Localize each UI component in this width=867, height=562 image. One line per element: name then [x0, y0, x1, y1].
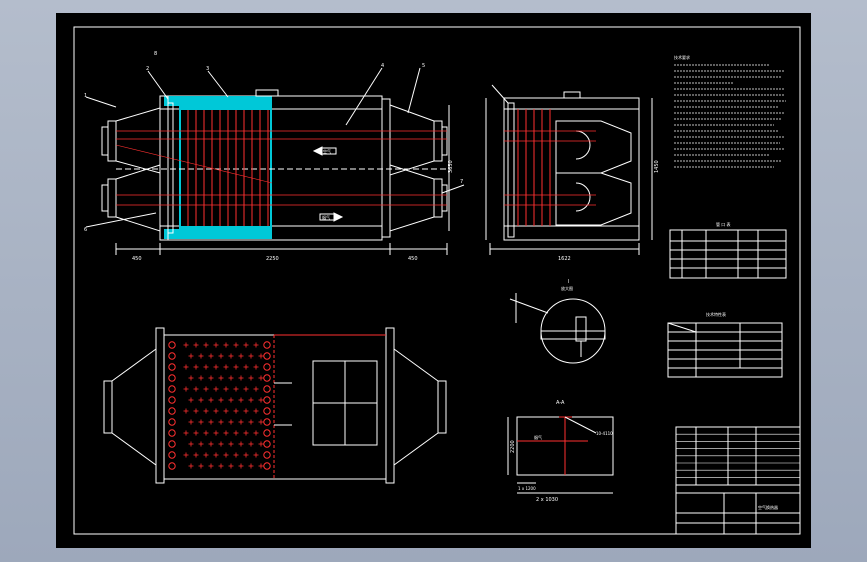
- section-label-a: 烟气: [534, 434, 542, 440]
- front-view-text: 1 2 3 4 5 6 7 8 450 2250 450 3650 空气 烟气: [84, 51, 463, 262]
- notes-title: 技术要求: [674, 54, 690, 60]
- tube-hole: [263, 451, 271, 459]
- label-4: 4: [381, 63, 384, 69]
- tube-hole: [168, 407, 176, 415]
- dim-mid: 2250: [266, 256, 279, 262]
- tube-diagonal: [115, 144, 273, 184]
- label-6: 6: [84, 227, 87, 233]
- dim-right: 450: [408, 256, 418, 262]
- side-dim-bottom: 1622: [558, 256, 571, 262]
- dim-left: 450: [132, 256, 142, 262]
- detail-note: 放大图: [561, 285, 573, 291]
- bottom-tube-grid: [168, 341, 271, 470]
- spec-table-title: 技术特性表: [706, 311, 726, 317]
- tube-hole: [263, 407, 271, 415]
- tube-hole: [168, 462, 176, 470]
- title-block-label: 空气换热器: [758, 504, 778, 510]
- drawing-sheet: 1 2 3 4 5 6 7 8 450 2250 450 3650 空气 烟气: [56, 13, 811, 548]
- drawing-frame: [73, 26, 801, 535]
- nozzle-table: [669, 229, 787, 279]
- label-5: 5: [422, 63, 425, 69]
- label-1: 1: [84, 93, 87, 99]
- dim-width: 3650: [448, 160, 454, 173]
- tube-hole: [263, 385, 271, 393]
- label-3: 3: [206, 66, 209, 72]
- tube-hole: [168, 418, 176, 426]
- tube-hole: [168, 451, 176, 459]
- tube-hole: [168, 440, 176, 448]
- label-2: 2: [146, 66, 149, 72]
- tube-hole: [263, 440, 271, 448]
- tube-hole: [263, 363, 271, 371]
- detail-text: I 放大图: [561, 279, 573, 291]
- arrow-label-bottom: 烟气: [322, 214, 330, 220]
- tube-hole: [168, 396, 176, 404]
- bottom-view: [103, 327, 447, 484]
- section-label-b: 10-4110: [596, 431, 613, 436]
- label-7: 7: [460, 179, 463, 185]
- tube-hole: [168, 429, 176, 437]
- tube-hole: [263, 341, 271, 349]
- spec-table: [667, 322, 783, 378]
- section-text: A-A 2200 2 x 1030 1 x 1200 烟气 10-4110: [510, 400, 613, 503]
- section-dim-left: 2200: [510, 440, 516, 453]
- tube-hole: [263, 418, 271, 426]
- tube-hole: [263, 352, 271, 360]
- front-tube-bundle: [115, 110, 447, 226]
- side-view: [485, 84, 653, 255]
- section-dim-bottom: 2 x 1030: [536, 497, 558, 503]
- section-dim-bottom2: 1 x 1200: [518, 486, 536, 491]
- side-view-text: 1622 1450: [558, 160, 660, 262]
- side-dim-right: 1450: [654, 160, 660, 173]
- label-8: 8: [154, 51, 157, 57]
- detail-view: [509, 293, 606, 364]
- tube-hole: [263, 462, 271, 470]
- title-block: [675, 426, 801, 535]
- front-view: [85, 67, 465, 255]
- side-tube-bundle: [504, 109, 596, 226]
- tube-hole: [168, 341, 176, 349]
- cad-drawing: 1 2 3 4 5 6 7 8 450 2250 450 3650 空气 烟气: [73, 26, 801, 535]
- tube-hole: [168, 385, 176, 393]
- nozzle-table-title: 管 口 表: [716, 221, 731, 227]
- detail-title: I: [568, 279, 569, 285]
- tube-hole: [263, 429, 271, 437]
- tube-hole: [263, 396, 271, 404]
- tube-hole: [263, 374, 271, 382]
- section-view: [507, 416, 614, 494]
- technical-notes: 技术要求: [674, 54, 786, 168]
- tube-hole: [168, 363, 176, 371]
- arrow-label-top: 空气: [323, 148, 331, 154]
- tube-hole: [168, 374, 176, 382]
- tube-hole: [168, 352, 176, 360]
- section-title: A-A: [556, 400, 565, 406]
